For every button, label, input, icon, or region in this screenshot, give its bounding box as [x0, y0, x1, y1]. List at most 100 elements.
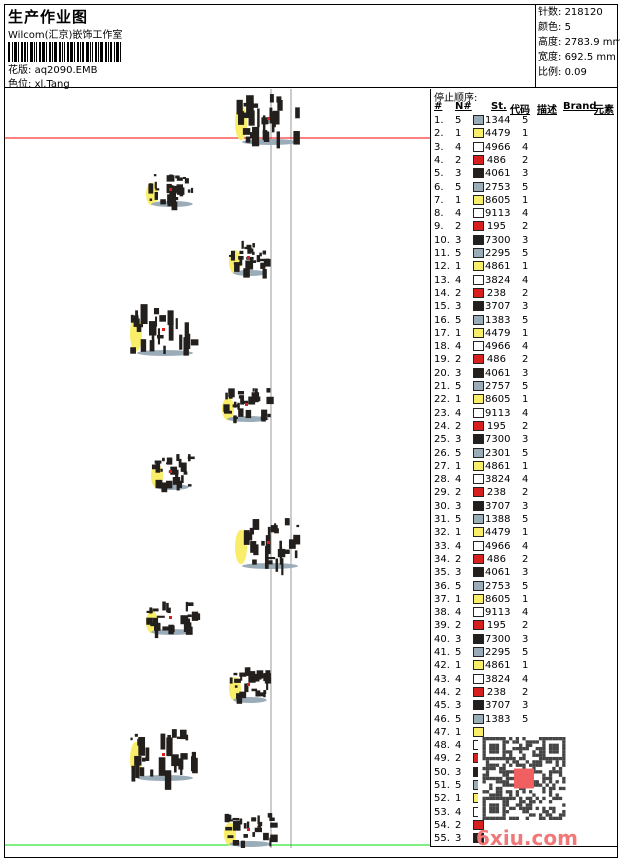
row-stitches: 1383	[485, 713, 511, 725]
embroidery-motif	[229, 667, 272, 704]
row-needle: 3	[455, 633, 462, 645]
sequence-row: 35. 3 4061 3	[431, 566, 619, 579]
row-stitches: 2295	[485, 647, 511, 658]
row-needle: 5	[455, 314, 462, 326]
design-label: 花版:	[8, 65, 32, 76]
sequence-row: 15. 3 3707 3	[431, 300, 619, 313]
stat-row: 高度: 2783.9 mm	[538, 35, 620, 50]
stat-value: 0.09	[564, 67, 587, 78]
row-number: 30.	[434, 500, 450, 512]
row-needle: 3	[455, 367, 462, 379]
sequence-row: 6. 5 2753 5	[431, 181, 619, 194]
row-needle: 1	[455, 128, 462, 140]
row-needle: 3	[455, 700, 462, 712]
sequence-row: 43. 4 3824 4	[431, 673, 619, 686]
sequence-row: 9. 2 195 2	[431, 220, 619, 233]
row-stitches: 7300	[485, 234, 511, 246]
row-needle: 4	[455, 740, 462, 752]
row-number: 26.	[434, 447, 450, 459]
row-needle: 4	[455, 141, 462, 153]
sequence-row: 7. 1 8605 1	[431, 194, 619, 207]
row-needle: 3	[455, 833, 462, 845]
row-stitches: 2753	[485, 181, 511, 193]
row-number: 5.	[434, 168, 444, 180]
sequence-row: 42. 1 4861 1	[431, 659, 619, 672]
row-stitches: 4861	[485, 460, 511, 472]
row-code: 4	[522, 607, 529, 619]
color-swatch	[473, 474, 484, 485]
row-code: 1	[522, 327, 529, 339]
stamp-icon	[514, 768, 534, 789]
design-preview	[5, 89, 430, 848]
color-swatch	[473, 500, 484, 511]
row-code: 2	[522, 420, 529, 432]
col-brand: Brand	[563, 101, 597, 112]
embroidery-motif	[235, 94, 300, 149]
row-code: 4	[522, 341, 529, 353]
row-number: 14.	[434, 287, 450, 299]
row-code: 5	[522, 713, 529, 725]
sequence-row: 2. 1 4479 1	[431, 127, 619, 140]
color-swatch	[473, 540, 484, 551]
embroidery-motif	[146, 174, 194, 211]
row-number: 47.	[434, 726, 450, 738]
color-swatch	[473, 248, 484, 258]
stat-value: 5	[564, 22, 571, 33]
row-number: 32.	[434, 527, 450, 539]
color-swatch	[473, 381, 484, 391]
row-code: 5	[522, 514, 529, 525]
col-number: #	[434, 101, 443, 112]
embroidery-motif	[130, 304, 199, 356]
row-number: 19.	[434, 354, 450, 366]
row-code: 3	[522, 633, 529, 645]
row-needle: 4	[455, 474, 462, 486]
row-needle: 1	[455, 593, 462, 605]
color-swatch	[473, 527, 484, 538]
row-needle: 5	[455, 780, 462, 791]
sequence-row: 18. 4 4966 4	[431, 340, 619, 353]
row-number: 29.	[434, 487, 450, 499]
row-stitches: 3707	[485, 500, 511, 512]
sequence-row: 23. 4 9113 4	[431, 407, 619, 420]
row-number: 13.	[434, 274, 450, 286]
row-stitches: 4061	[485, 168, 511, 180]
color-swatch	[473, 713, 484, 724]
row-needle: 5	[455, 381, 462, 392]
row-needle: 3	[455, 301, 462, 313]
row-code: 2	[522, 154, 529, 166]
row-stitches: 4061	[485, 567, 511, 579]
col-element: 元素	[594, 105, 614, 116]
color-swatch	[473, 819, 484, 830]
row-code: 2	[522, 620, 529, 632]
stat-row: 针数: 218120	[538, 5, 618, 20]
color-label: 色位:	[8, 79, 32, 90]
row-code: 2	[522, 487, 529, 499]
color-swatch	[473, 314, 484, 325]
sequence-row: 44. 2 238 2	[431, 686, 619, 699]
stat-label: 针数:	[538, 7, 562, 18]
color-swatch	[473, 154, 484, 165]
embroidery-motif	[222, 388, 274, 424]
row-stitches: 486	[486, 553, 506, 565]
design-canvas[interactable]	[5, 89, 430, 848]
row-needle: 2	[455, 354, 462, 366]
col-needle: N#	[455, 101, 472, 112]
row-code: 1	[522, 527, 529, 539]
color-swatch	[473, 274, 484, 285]
embroidery-motif	[146, 601, 201, 639]
row-stitches: 2757	[485, 381, 511, 392]
row-code: 4	[522, 474, 529, 486]
sequence-row: 28. 4 3824 4	[431, 473, 619, 486]
sequence-row: 54. 2	[431, 819, 619, 832]
row-number: 37.	[434, 593, 450, 605]
row-needle: 2	[455, 221, 462, 233]
row-needle: 2	[455, 287, 462, 299]
row-stitches: 7300	[485, 434, 511, 446]
row-code: 3	[522, 301, 529, 313]
sequence-row: 30. 3 3707 3	[431, 500, 619, 513]
row-needle: 2	[455, 420, 462, 432]
row-needle: 1	[455, 460, 462, 472]
row-number: 17.	[434, 327, 450, 339]
embroidery-motif	[224, 813, 278, 848]
sequence-row: 16. 5 1383 5	[431, 314, 619, 327]
